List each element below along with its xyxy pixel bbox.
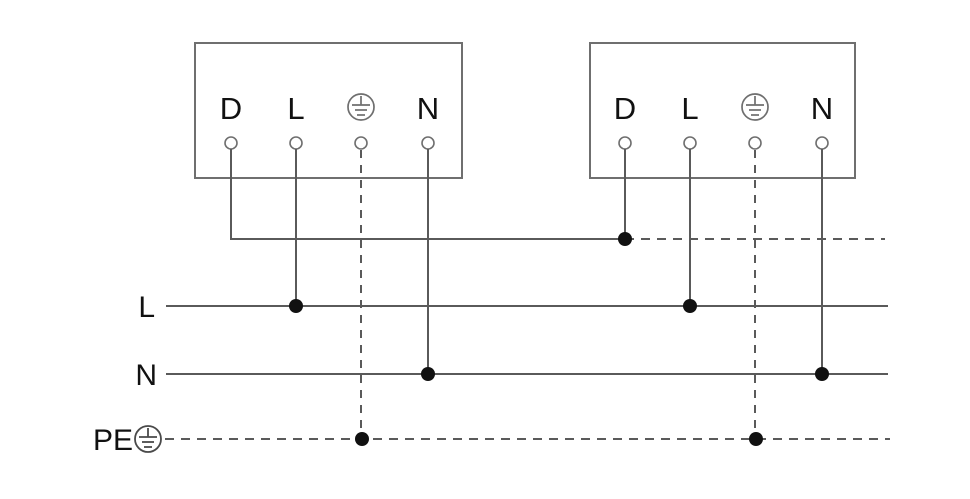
device-2-terminal-n[interactable] (815, 136, 829, 150)
junction-dot-nbus-device2 (815, 367, 829, 381)
device-1-terminal-l[interactable] (289, 136, 303, 150)
junction-dot-lbus-device2 (683, 299, 697, 313)
device-2-terminal-d[interactable] (618, 136, 632, 150)
device-1-terminal-label-l: L (287, 91, 304, 126)
device-1-terminal-label-d: D (220, 91, 242, 126)
junction-dot-nbus-device1 (421, 367, 435, 381)
device-1-outline (194, 42, 463, 179)
device-1-terminal-pe[interactable] (354, 136, 368, 150)
bus-label-pe: PE (93, 424, 133, 457)
bus-label-n: N (135, 359, 157, 392)
device-box-1[interactable]: D L N (194, 42, 463, 179)
device-1-terminal-label-n: N (417, 91, 439, 126)
bus-pe-earth-icon (134, 425, 162, 453)
device-2-terminal-l[interactable] (683, 136, 697, 150)
device-2-outline (589, 42, 856, 179)
device-1-terminal-d[interactable] (224, 136, 238, 150)
junction-dot-dbus-device2 (618, 232, 632, 246)
device-1-terminal-n[interactable] (421, 136, 435, 150)
junction-dot-pebus-device1 (355, 432, 369, 446)
junction-dot-lbus-device1 (289, 299, 303, 313)
device-box-2[interactable]: D L N (589, 42, 856, 179)
wire-device1-d-to-dbus (230, 149, 625, 240)
device-2-terminal-label-l: L (681, 91, 698, 126)
junction-dot-pebus-device2 (749, 432, 763, 446)
device-2-terminal-label-n: N (811, 91, 833, 126)
device-2-terminal-pe[interactable] (748, 136, 762, 150)
bus-label-l: L (138, 291, 155, 324)
device-2-earth-icon (741, 93, 769, 121)
device-1-earth-icon (347, 93, 375, 121)
device-2-terminal-label-d: D (614, 91, 636, 126)
